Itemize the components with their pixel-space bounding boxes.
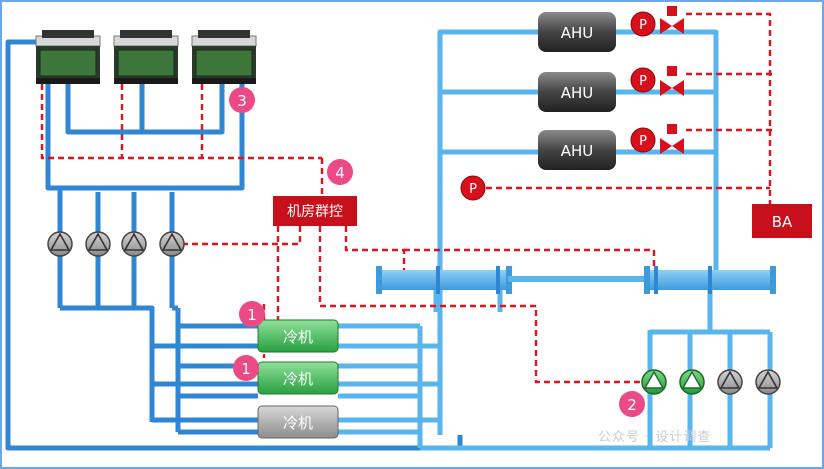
marker-secondary-pumps: 2 (619, 391, 645, 417)
ahu-1: AHU (538, 12, 616, 52)
cooling-tower-1 (35, 30, 101, 84)
svg-text:1: 1 (247, 306, 257, 324)
condenser-pump-3 (121, 231, 147, 257)
condenser-pump-4 (159, 231, 185, 257)
chiller-3: 冷机 (257, 405, 339, 439)
ahu-3: AHU (538, 130, 616, 170)
chiller-1: 冷机 (257, 319, 339, 353)
condenser-pump-1 (47, 231, 73, 257)
ahu-1-control-valve-icon (660, 6, 684, 34)
cooling-tower-3 (191, 30, 257, 84)
svg-text:4: 4 (335, 164, 345, 182)
ahu-2: AHU (538, 72, 616, 112)
chiller-1-label: 冷机 (283, 328, 313, 346)
svg-text:2: 2 (627, 396, 637, 414)
ahu-2-label: AHU (561, 84, 594, 102)
cooling-tower-2 (113, 30, 179, 84)
marker-controller: 4 (327, 159, 353, 185)
control-signal-lines (40, 12, 776, 384)
condenser-pump-2 (85, 231, 111, 257)
ahu-2-control-valve-icon (660, 66, 684, 96)
ahu-1-label: AHU (561, 24, 594, 42)
ahu-3-pressure-sensor: P (630, 127, 656, 153)
ahu-3-control-valve-icon (660, 124, 684, 154)
svg-text:P: P (639, 134, 647, 149)
secondary-pump-3 (717, 369, 743, 395)
plant-room-controller: 机房群控 (273, 196, 357, 226)
svg-text:3: 3 (237, 92, 247, 110)
svg-text:P: P (639, 74, 647, 89)
svg-text:P: P (639, 18, 647, 33)
ba-label: BA (772, 213, 793, 231)
marker-chiller-1: 1 (239, 301, 265, 327)
chiller-3-label: 冷机 (283, 414, 313, 432)
svg-text:1: 1 (241, 360, 251, 378)
ahu-1-pressure-sensor: P (630, 11, 656, 37)
ba-system: BA (752, 204, 812, 238)
condenser-water-pipes (5, 39, 463, 451)
secondary-pump-2 (679, 369, 705, 395)
svg-text:P: P (469, 182, 477, 197)
secondary-pump-4 (755, 369, 781, 395)
ahu-3-label: AHU (561, 142, 594, 160)
controller-label: 机房群控 (287, 204, 343, 220)
chiller-2: 冷机 (257, 361, 339, 395)
chiller-2-label: 冷机 (283, 370, 313, 388)
marker-chiller-2: 1 (233, 355, 259, 381)
distribution-header (376, 266, 776, 294)
marker-cooling-towers: 3 (229, 87, 255, 113)
secondary-pump-1 (641, 369, 667, 395)
riser-pressure-sensor: P (460, 175, 486, 201)
watermark: 公众号 · 设计调查 (598, 430, 712, 445)
ahu-2-pressure-sensor: P (630, 67, 656, 93)
